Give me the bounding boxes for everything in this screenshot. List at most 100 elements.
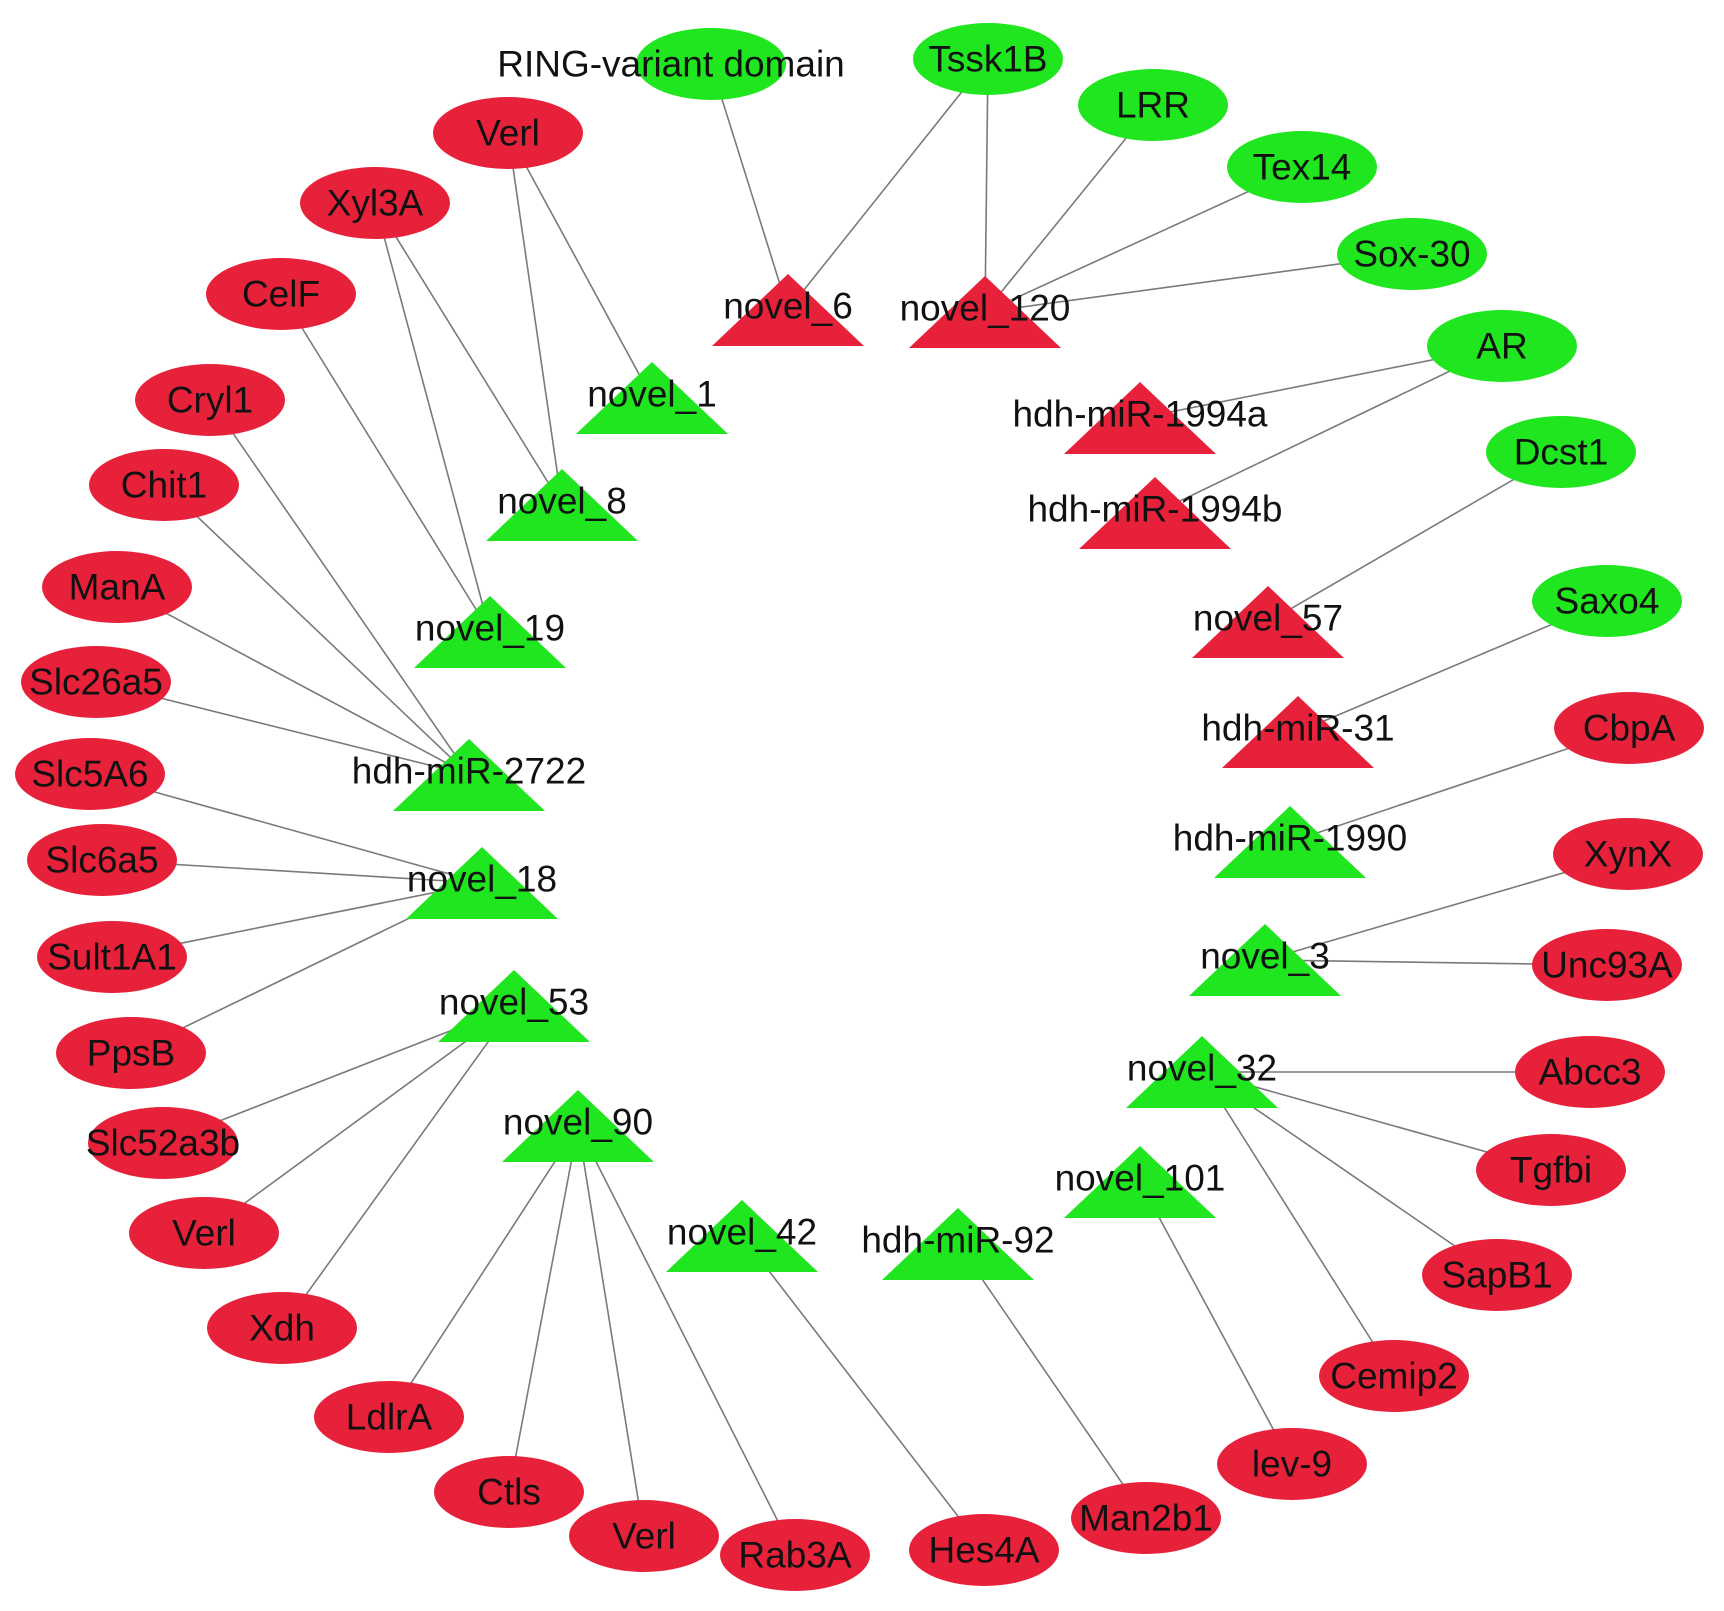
edge-novel_90-rab3a [577,1125,796,1556]
gene-node-xyl3a[interactable]: Xyl3A [300,167,450,239]
mirna-triangle [1192,586,1344,658]
edge-mir1994b-ar [1154,345,1503,514]
gene-node-saxo4[interactable]: Saxo4 [1532,565,1682,637]
mirna-node-mir1994a[interactable]: hdh-miR-1994a [1012,382,1268,454]
gene-node-tex14[interactable]: Tex14 [1227,131,1377,203]
mirna-triangle [414,596,566,668]
gene-node-cbpa[interactable]: CbpA [1554,692,1704,764]
gene-label: AR [1476,326,1527,367]
mirna-label: hdh-miR-1994a [1012,394,1267,435]
gene-node-verl_top[interactable]: Verl [433,97,583,169]
gene-node-hes4a[interactable]: Hes4A [909,1514,1059,1586]
mirna-label: novel_1 [587,374,717,415]
gene-ellipse [433,97,583,169]
edge-novel_42-hes4a [741,1235,985,1551]
gene-node-tssk1b[interactable]: Tssk1B [913,23,1063,95]
mirna-label: hdh-miR-31 [1201,708,1394,749]
gene-node-ctls[interactable]: Ctls [434,1456,584,1528]
gene-node-ring[interactable]: RING-variant domain [497,28,845,100]
gene-node-slc52a3b[interactable]: Slc52a3b [86,1107,240,1179]
mirna-node-novel_42[interactable]: novel_42 [666,1200,818,1272]
gene-node-ppsb[interactable]: PpsB [56,1017,206,1089]
gene-node-verl_b2[interactable]: Verl [129,1197,279,1269]
gene-node-slc26a5[interactable]: Slc26a5 [21,646,171,718]
gene-ellipse [207,1292,357,1364]
gene-node-ar[interactable]: AR [1427,310,1577,382]
mirna-node-novel_19[interactable]: novel_19 [414,596,566,668]
gene-label: Slc52a3b [86,1123,240,1164]
gene-node-sox30[interactable]: Sox-30 [1337,218,1487,290]
gene-node-chit1[interactable]: Chit1 [89,449,239,521]
mirna-node-novel_101[interactable]: novel_101 [1055,1146,1226,1218]
mirna-node-novel_6[interactable]: novel_6 [712,274,864,346]
gene-label: LRR [1116,85,1190,126]
edge-novel_18-slc5a6 [89,773,483,884]
mirna-label: hdh-miR-92 [861,1220,1054,1261]
mirna-node-novel_3[interactable]: novel_3 [1189,924,1341,996]
gene-node-rab3a[interactable]: Rab3A [720,1519,870,1591]
mirna-node-mir1990[interactable]: hdh-miR-1990 [1173,806,1407,878]
mirna-triangle [502,1090,654,1162]
gene-label: Tssk1B [928,39,1047,80]
mirna-triangle [576,362,728,434]
gene-node-cemip2[interactable]: Cemip2 [1319,1340,1469,1412]
gene-ellipse [56,1017,206,1089]
gene-node-sapb1[interactable]: SapB1 [1422,1239,1572,1311]
mirna-node-mir31[interactable]: hdh-miR-31 [1201,696,1395,768]
gene-ellipse [1532,565,1682,637]
mirna-node-mir2722[interactable]: hdh-miR-2722 [352,739,586,811]
mirna-label: novel_53 [439,982,589,1023]
edge-novel_6-ring [710,63,789,311]
edge-mir2722-chit1 [163,484,470,776]
edge-novel_53-xdh [281,1005,515,1329]
edge-novel_57-dcst1 [1267,451,1562,623]
gene-ellipse [1476,1134,1626,1206]
gene-node-man2b1[interactable]: Man2b1 [1071,1482,1221,1554]
mirna-node-novel_32[interactable]: novel_32 [1126,1036,1278,1108]
gene-node-unc93a[interactable]: Unc93A [1532,929,1682,1001]
gene-node-lrr[interactable]: LRR [1078,69,1228,141]
gene-node-slc5a6[interactable]: Slc5A6 [15,738,165,810]
mirna-triangle [1064,1146,1216,1218]
gene-label: Rab3A [738,1535,851,1576]
gene-ellipse [42,551,192,623]
mirna-node-novel_8[interactable]: novel_8 [486,469,638,541]
gene-node-xdh[interactable]: Xdh [207,1292,357,1364]
mirna-node-mir92[interactable]: hdh-miR-92 [861,1208,1055,1280]
gene-ellipse [300,167,450,239]
gene-node-xynx[interactable]: XynX [1553,818,1703,890]
gene-label: Sult1A1 [47,937,177,978]
gene-node-celf[interactable]: CelF [206,258,356,330]
gene-node-mana[interactable]: ManA [42,551,192,623]
mirna-node-mir1994b[interactable]: hdh-miR-1994b [1027,477,1283,549]
gene-node-tgfbi[interactable]: Tgfbi [1476,1134,1626,1206]
gene-node-sult1a1[interactable]: Sult1A1 [37,921,187,993]
gene-node-slc6a5[interactable]: Slc6a5 [27,824,177,896]
mirna-node-novel_18[interactable]: novel_18 [406,847,558,919]
mirna-node-novel_120[interactable]: novel_120 [900,276,1071,348]
gene-label: PpsB [87,1033,175,1074]
gene-ellipse [21,646,171,718]
gene-node-dcst1[interactable]: Dcst1 [1486,416,1636,488]
gene-label: Cryl1 [167,380,253,421]
gene-label: Verl [172,1213,236,1254]
gene-node-abcc3[interactable]: Abcc3 [1515,1036,1665,1108]
gene-node-cryl1[interactable]: Cryl1 [135,364,285,436]
gene-label: LdlrA [346,1397,433,1438]
gene-node-ldlra[interactable]: LdlrA [314,1381,464,1453]
gene-node-verl_b1[interactable]: Verl [569,1500,719,1572]
mirna-node-novel_57[interactable]: novel_57 [1192,586,1344,658]
mirna-label: novel_42 [667,1212,817,1253]
gene-node-lev9[interactable]: lev-9 [1217,1428,1367,1500]
gene-label: Tex14 [1253,147,1352,188]
edge-mir2722-mana [116,586,470,776]
mirna-label: hdh-miR-2722 [352,751,586,792]
gene-ellipse [206,258,356,330]
mirna-triangle [666,1200,818,1272]
mirna-node-novel_90[interactable]: novel_90 [502,1090,654,1162]
mirna-triangle [882,1208,1034,1280]
mirna-node-novel_1[interactable]: novel_1 [576,362,728,434]
edge-novel_120-lrr [984,104,1154,313]
mirna-node-novel_53[interactable]: novel_53 [438,970,590,1042]
edge-novel_19-celf [280,293,491,633]
